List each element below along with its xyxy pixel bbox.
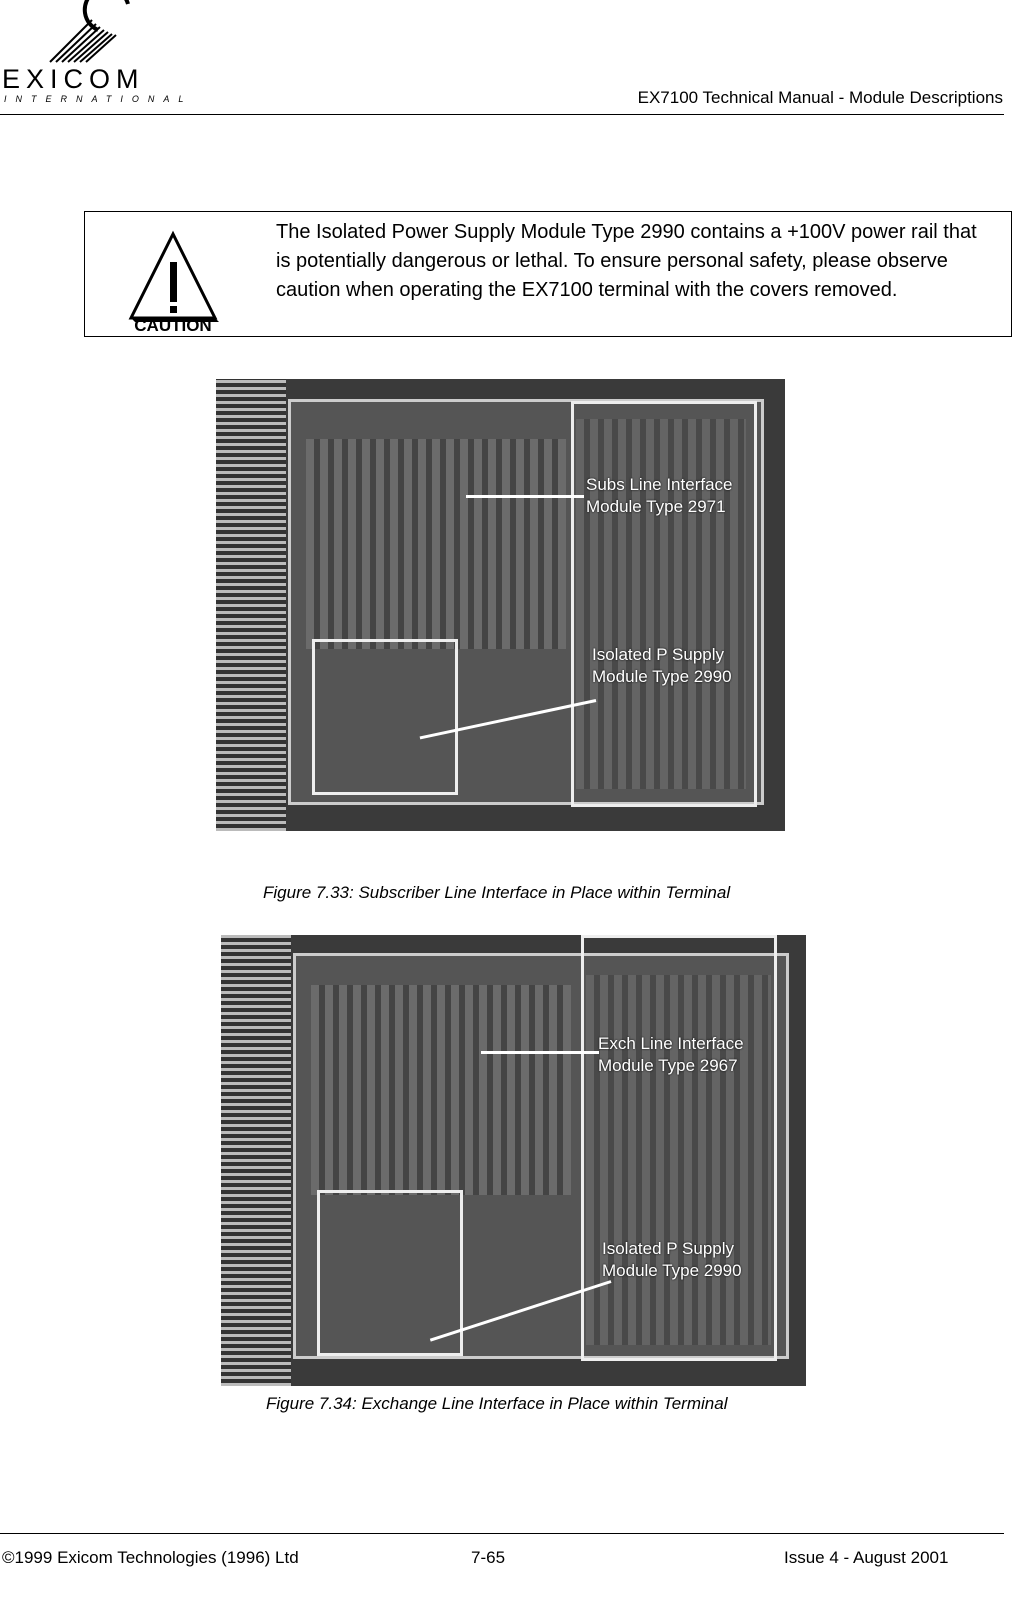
circuit-board bbox=[311, 985, 571, 1195]
circuit-board bbox=[306, 439, 566, 649]
caution-label: CAUTION bbox=[134, 316, 212, 335]
heatsink bbox=[221, 935, 291, 1386]
figure-caption: Figure 7.34: Exchange Line Interface in … bbox=[266, 1394, 728, 1413]
caution-box: CAUTION The Isolated Power Supply Module… bbox=[84, 211, 1012, 337]
circuit-board bbox=[586, 975, 771, 1345]
warning-triangle-icon bbox=[128, 230, 219, 322]
highlight-frame bbox=[317, 1190, 463, 1356]
footer-copyright: ©1999 Exicom Technologies (1996) Ltd bbox=[2, 1548, 299, 1567]
pointer-line bbox=[481, 1051, 599, 1054]
figure-caption: Figure 7.33: Subscriber Line Interface i… bbox=[263, 883, 731, 902]
logo-word: EXICOM bbox=[2, 64, 145, 94]
highlight-frame bbox=[571, 401, 757, 807]
caution-text: The Isolated Power Supply Module Type 29… bbox=[276, 221, 977, 301]
circuit-board bbox=[576, 419, 746, 789]
logo-subtitle: INTERNATIONAL bbox=[4, 94, 193, 104]
exicom-logo: EXICOM INTERNATIONAL bbox=[0, 0, 183, 110]
footer-issue: Issue 4 - August 2001 bbox=[784, 1548, 949, 1567]
highlight-frame bbox=[581, 935, 777, 1361]
heatsink bbox=[216, 379, 286, 831]
footer-rule bbox=[0, 1533, 1004, 1534]
header-rule bbox=[0, 114, 1004, 115]
footer-page-number: 7-65 bbox=[471, 1548, 506, 1567]
logo-comet-icon bbox=[49, 0, 130, 63]
pointer-line bbox=[466, 495, 584, 498]
header-title: EX7100 Technical Manual - Module Descrip… bbox=[637, 88, 1003, 107]
highlight-frame bbox=[312, 639, 458, 795]
